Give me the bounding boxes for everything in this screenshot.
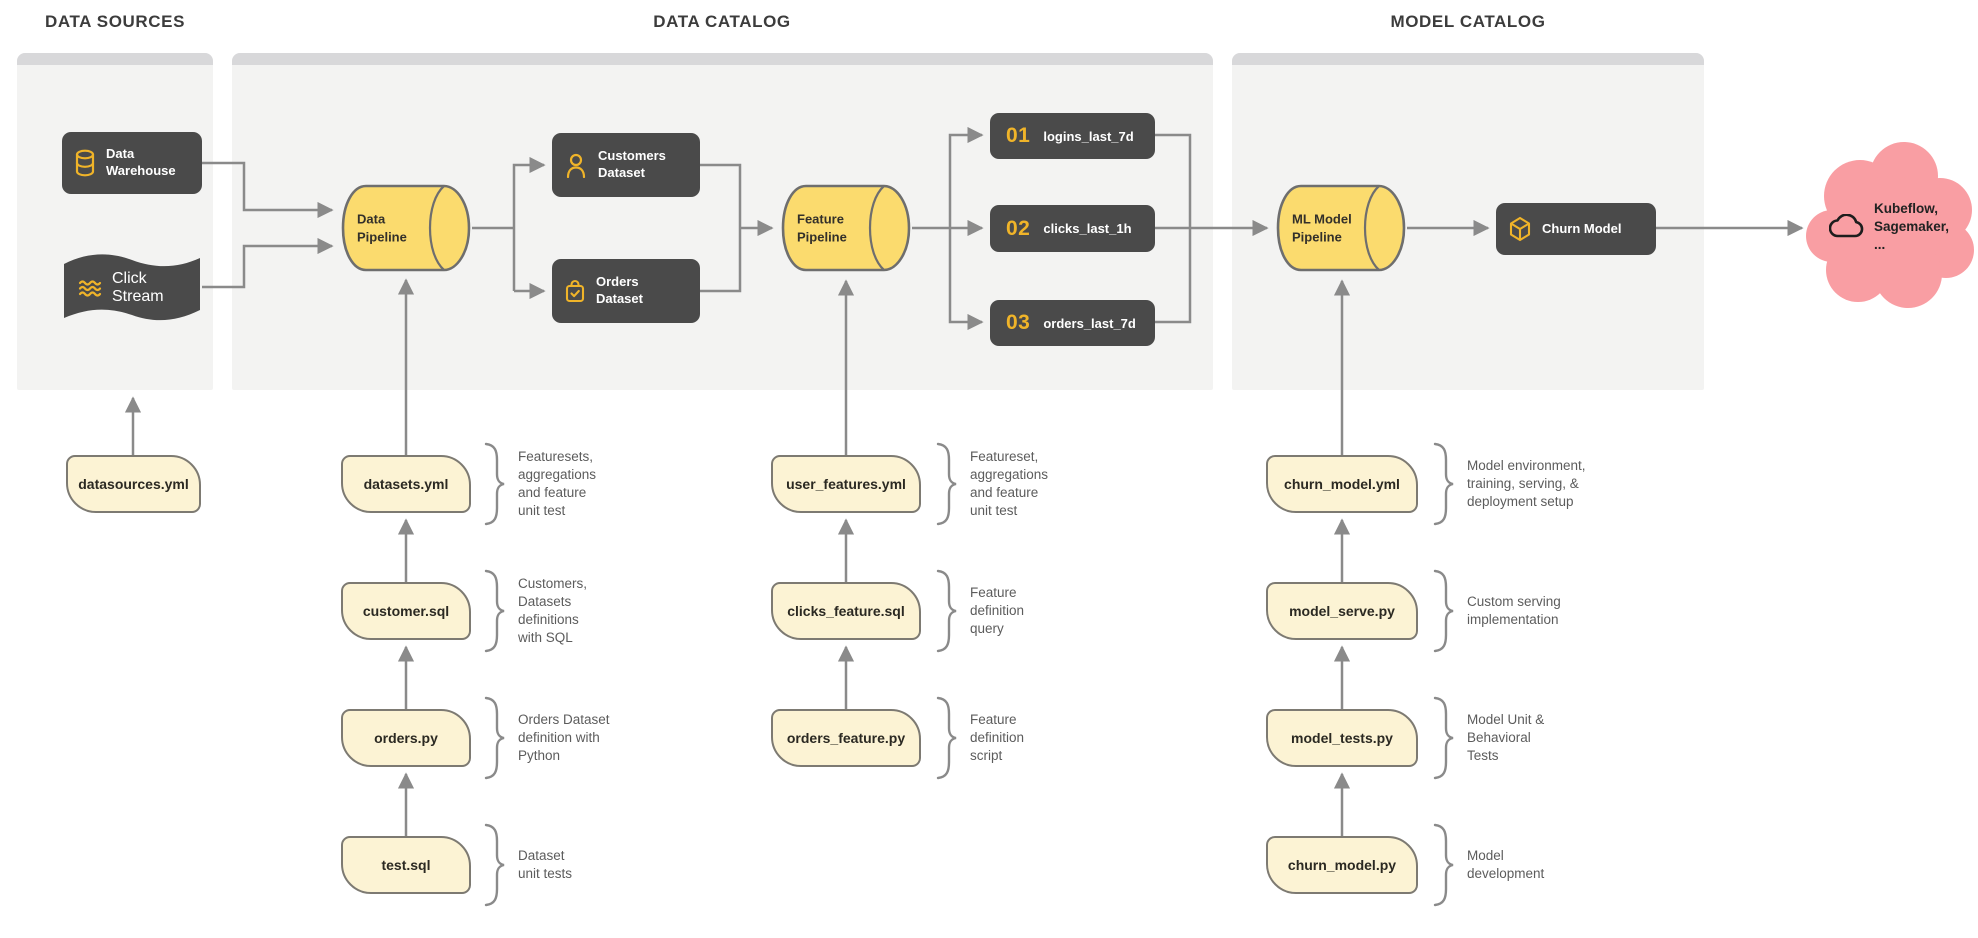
brace-icon [484,696,505,780]
cloud-label: Kubeflow, Sagemaker, ... [1873,200,1950,253]
customers-dataset-label: Customers Dataset [598,148,666,180]
click-stream-node: Click Stream [62,250,202,326]
note-test-sql: Dataset unit tests [482,823,572,907]
file-label: datasources.yml [78,476,189,492]
file-node-orders-py: orders.py [341,709,471,767]
click-stream-label: Click Stream [112,270,164,305]
file-label: churn_model.yml [1284,476,1400,492]
note-user-features-yml: Featureset, aggregations and feature uni… [934,442,1048,526]
file-label: user_features.yml [786,476,906,492]
feature-row-logins: 01 logins_last_7d [990,113,1155,159]
file-node-churn-model-py: churn_model.py [1266,836,1418,894]
file-node-test-sql: test.sql [341,836,471,894]
waves-icon [78,276,102,300]
section-title-data-sources: DATA SOURCES [44,12,186,31]
file-node-datasources-yml: datasources.yml [66,455,201,513]
brace-icon [1433,696,1454,780]
brace-icon [484,823,505,907]
ml-model-pipeline-node: ML Model Pipeline [1275,183,1407,273]
panel-data-sources [17,53,213,390]
file-label: customer.sql [362,603,450,619]
note-datasets-yml: Featuresets, aggregations and feature un… [482,442,596,526]
brace-icon [1433,569,1454,653]
feature-name: logins_last_7d [1043,128,1134,144]
feature-row-orders: 03 orders_last_7d [990,300,1155,346]
panel-topbar [17,53,213,65]
brace-icon [1433,823,1454,907]
file-node-model-serve-py: model_serve.py [1266,582,1418,640]
brace-icon [484,569,505,653]
orders-dataset-label: Orders Dataset [596,274,643,306]
file-label: churn_model.py [1287,857,1397,873]
file-label: orders.py [374,730,438,746]
feature-number: 01 [1006,124,1031,147]
feature-pipeline-node: Feature Pipeline [780,183,912,273]
note-model-tests-py: Model Unit & Behavioral Tests [1431,696,1544,780]
bag-check-icon [564,279,586,304]
note-customer-sql: Customers, Datasets definitions with SQL [482,569,587,653]
database-icon [74,149,96,177]
panel-topbar [232,53,1213,65]
panel-topbar [1232,53,1704,65]
customers-dataset-node: Customers Dataset [552,133,700,197]
note-model-serve-py: Custom serving implementation [1431,569,1561,653]
data-warehouse-node: Data Warehouse [62,132,202,194]
brace-icon [936,442,957,526]
file-node-user-features-yml: user_features.yml [771,455,921,513]
cylinder-shape [341,184,471,272]
cloud-icon [1828,214,1865,240]
feature-pipeline-label: Feature Pipeline [797,211,847,244]
churn-model-node: Churn Model [1496,203,1656,255]
file-node-churn-model-yml: churn_model.yml [1266,455,1418,513]
note-clicks-feature-sql: Feature definition query [934,569,1024,653]
feature-number: 02 [1006,216,1031,240]
section-title-data-catalog: DATA CATALOG [653,12,791,31]
section-title-model-catalog: MODEL CATALOG [1390,12,1546,31]
brace-icon [936,569,957,653]
feature-name: clicks_last_1h [1043,221,1132,236]
file-label: test.sql [381,857,431,873]
file-node-orders-feature-py: orders_feature.py [771,709,921,767]
data-warehouse-label: Data Warehouse [106,146,176,178]
note-churn-model-yml: Model environment, training, serving, & … [1431,442,1586,526]
orders-dataset-node: Orders Dataset [552,259,700,323]
cube-icon [1508,216,1532,242]
data-pipeline-node: Data Pipeline [340,183,472,273]
data-pipeline-label: Data Pipeline [357,211,407,244]
file-label: orders_feature.py [786,730,906,746]
note-orders-feature-py: Feature definition script [934,696,1024,780]
cylinder-shape [1276,184,1406,272]
feature-name: orders_last_7d [1043,315,1136,331]
note-churn-model-py: Model development [1431,823,1544,907]
feature-number: 03 [1006,311,1031,334]
feature-row-clicks: 02 clicks_last_1h [990,205,1155,252]
churn-model-label: Churn Model [1542,220,1622,236]
note-orders-py: Orders Dataset definition with Python [482,696,610,780]
file-node-model-tests-py: model_tests.py [1266,709,1418,767]
cylinder-shape [781,184,911,272]
brace-icon [484,442,505,526]
file-label: model_serve.py [1289,603,1395,619]
file-label: clicks_feature.sql [787,603,905,619]
cloud-shape [1806,142,1974,308]
file-node-datasets-yml: datasets.yml [341,455,471,513]
file-label: datasets.yml [363,476,449,492]
file-node-customer-sql: customer.sql [341,582,471,640]
ml-model-pipeline-label: ML Model Pipeline [1292,211,1352,244]
person-icon [564,152,588,178]
brace-icon [936,696,957,780]
deployment-cloud-node: Kubeflow, Sagemaker, ... [1800,138,1978,316]
file-node-clicks-feature-sql: clicks_feature.sql [771,582,921,640]
file-label: model_tests.py [1291,730,1393,746]
flag-shape [64,254,200,321]
brace-icon [1433,442,1454,526]
